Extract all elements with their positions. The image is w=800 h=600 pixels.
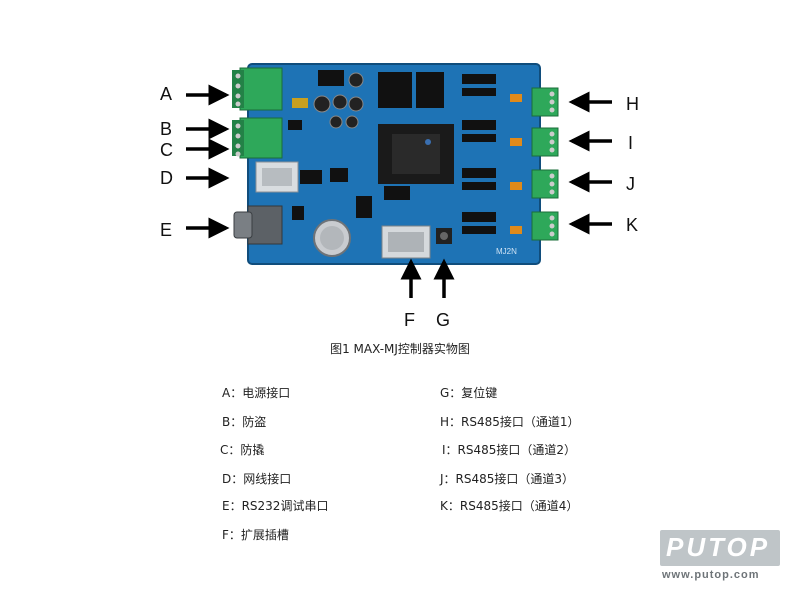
callout-k: K bbox=[626, 215, 639, 235]
legend-item-b: B：防盗 bbox=[222, 415, 267, 429]
putop-logo bbox=[660, 530, 780, 566]
callout-a: A bbox=[160, 84, 173, 104]
callout-d: D bbox=[160, 168, 173, 188]
callout-f: F bbox=[404, 310, 415, 330]
callout-i: I bbox=[628, 133, 634, 153]
legend-item-g: G：复位键 bbox=[440, 386, 498, 400]
legend-item-i: I：RS485接口（通道2） bbox=[442, 443, 577, 457]
rs232-port bbox=[233, 205, 283, 245]
callout-j: J bbox=[626, 174, 635, 194]
legend-item-f: F：扩展插槽 bbox=[222, 528, 289, 542]
callout-b: B bbox=[160, 119, 173, 139]
legend-item-d: D：网线接口 bbox=[222, 472, 292, 486]
rs485-terminal-2 bbox=[531, 127, 559, 157]
legend-item-k: K：RS485接口（通道4） bbox=[440, 499, 579, 513]
callout-h: H bbox=[626, 94, 639, 114]
figure-caption: 图1 MAX-MJ控制器实物图 bbox=[330, 342, 470, 356]
legend-item-j: J：RS485接口（通道3） bbox=[440, 472, 575, 486]
rs485-terminal-1 bbox=[531, 87, 559, 117]
power-terminal bbox=[232, 67, 283, 111]
callout-g: G bbox=[436, 310, 451, 330]
legend-item-a: A：电源接口 bbox=[222, 386, 291, 400]
putop-logo-text: PUTOP bbox=[666, 532, 771, 562]
legend-item-h: H：RS485接口（通道1） bbox=[440, 415, 580, 429]
security-terminal bbox=[232, 117, 283, 159]
legend-item-e: E：RS232调试串口 bbox=[222, 499, 329, 513]
callout-e: E bbox=[160, 220, 173, 240]
rs485-terminal-4 bbox=[531, 211, 559, 241]
legend-item-c: C：防撬 bbox=[220, 443, 265, 457]
rs485-terminal-3 bbox=[531, 169, 559, 199]
board-model-label: MJ2N bbox=[496, 247, 517, 256]
callout-c: C bbox=[160, 140, 173, 160]
putop-url: www.putop.com bbox=[662, 569, 760, 581]
